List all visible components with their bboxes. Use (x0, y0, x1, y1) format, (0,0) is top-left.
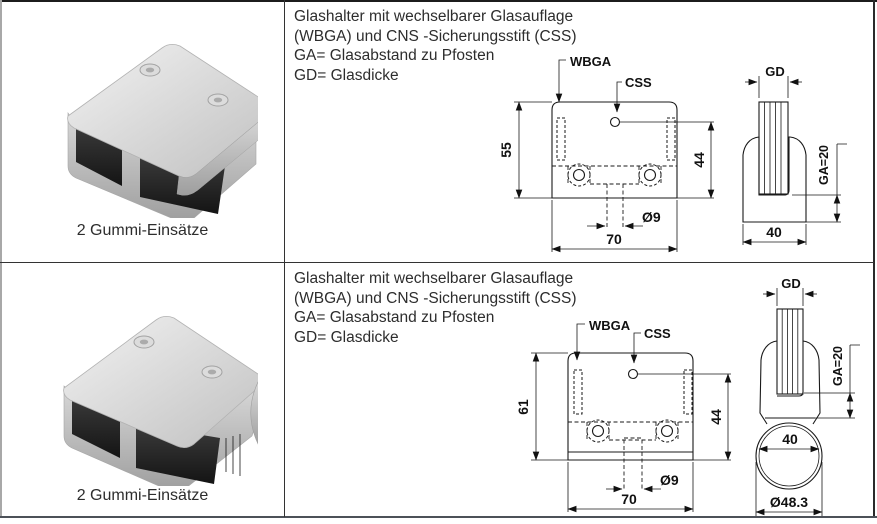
table-border-bottom (0, 516, 877, 518)
clamp-front-lip (176, 122, 258, 196)
css-label: CSS (644, 326, 671, 341)
round-post-tube (755, 422, 823, 490)
height-dim: 55 (500, 142, 514, 158)
glass-panel (776, 308, 804, 395)
wbga-label: WBGA (570, 54, 612, 69)
table-border-left (0, 0, 2, 517)
product-description: Glashalter mit wechselbarer Glasauflage … (294, 7, 594, 85)
glass-panel (758, 101, 789, 195)
clamp-profile (755, 340, 823, 490)
screw-dimple (207, 93, 229, 107)
width-dim: 70 (621, 491, 637, 507)
side-view-drawing-row1: GD GA=20 40 (742, 64, 847, 246)
pin-height-dim: 44 (691, 152, 707, 168)
clamp-width-dim: 40 (766, 224, 782, 240)
front-view-drawing-row2: WBGA CSS 61 44 Ø9 70 (515, 318, 732, 513)
front-view-drawing-row1: WBGA CSS 55 44 Ø9 70 (500, 54, 715, 253)
tube-saddle-cutout (250, 381, 258, 445)
glass-distance-dim: GA=20 (817, 145, 831, 185)
product-photo-round-post-glass-clamp (63, 316, 258, 486)
description-line: Glashalter mit wechselbarer Glasauflage (294, 270, 574, 287)
css-pin-hole (627, 368, 639, 380)
description-line: GD= Glasdicke (294, 66, 399, 84)
screw-dimple (133, 335, 155, 349)
photo-caption: 2 Gummi-Einsätze (76, 487, 209, 504)
clamp-body (63, 316, 258, 486)
description-line: GA= Glasabstand zu Pfosten (294, 47, 495, 64)
dimensions: 55 44 Ø9 70 (500, 101, 715, 253)
gd-label: GD (781, 276, 801, 291)
product-photo-square-glass-clamp (67, 44, 258, 218)
hole-diameter-dim: Ø9 (660, 472, 679, 488)
labels: GD (745, 64, 802, 98)
height-dim: 61 (515, 399, 531, 415)
clamp-body (67, 44, 258, 218)
side-view-drawing-row2: GD 40 GA=20 Ø48.3 (755, 276, 860, 516)
row-divider (0, 262, 874, 263)
rubber-insert-opening-left (76, 123, 122, 186)
css-label: CSS (625, 75, 652, 90)
labels: WBGA CSS (555, 54, 652, 113)
wbga-label: WBGA (589, 318, 631, 333)
labels: GD (763, 276, 817, 306)
description-line: Glashalter mit wechselbarer Glasauflage (294, 8, 574, 25)
description-line: (WBGA) und CNS -Sicherungsstift (CSS) (294, 27, 577, 45)
table-border-right (873, 0, 875, 517)
css-pin-hole (609, 116, 621, 128)
glass-distance-dim: GA=20 (831, 346, 845, 386)
column-divider (284, 0, 285, 517)
clamp-outline (551, 101, 678, 228)
pin-height-dim: 44 (708, 409, 724, 425)
screw-dimple (139, 63, 161, 77)
table-border-top (0, 0, 877, 2)
description-line: (WBGA) und CNS -Sicherungsstift (CSS) (294, 289, 577, 307)
dimensions: GA=20 40 (742, 143, 847, 246)
product-description: Glashalter mit wechselbarer Glasauflage … (294, 269, 594, 347)
photo-caption: 2 Gummi-Einsätze (76, 222, 209, 239)
description-line: GA= Glasabstand zu Pfosten (294, 309, 495, 326)
clamp-top-plate (67, 44, 258, 178)
dimensions: 40 GA=20 Ø48.3 (755, 344, 860, 516)
dimensions: 61 44 Ø9 70 (515, 352, 732, 513)
width-dim: 70 (606, 231, 622, 247)
screw-dimple (201, 365, 223, 379)
clamp-top-plate (63, 316, 258, 448)
clamp-width-dim: 40 (782, 431, 798, 447)
hole-diameter-dim: Ø9 (642, 209, 661, 225)
description-line: GD= Glasdicke (294, 328, 399, 346)
clamp-outline (567, 352, 694, 490)
rubber-insert-opening-left (72, 394, 120, 458)
labels: WBGA CSS (573, 318, 671, 364)
clamp-profile (742, 136, 807, 223)
tube-diameter-dim: Ø48.3 (770, 494, 808, 510)
gd-label: GD (765, 64, 785, 79)
